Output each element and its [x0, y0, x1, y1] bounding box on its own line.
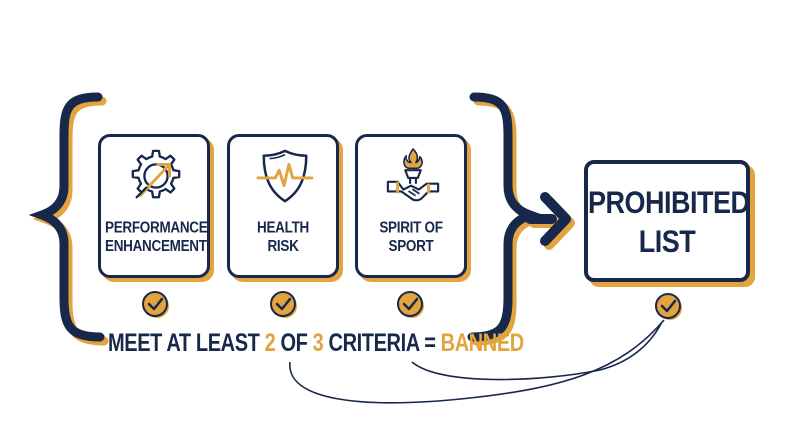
- prohibited-list-title: PROHIBITED LIST: [588, 183, 750, 261]
- right-brace: [467, 92, 544, 342]
- criteria-rule-text: MEET AT LEAST 2 OF 3 CRITERIA = BANNED: [108, 326, 524, 361]
- card-label-line-1: PERFORMANCE: [105, 218, 208, 236]
- rule-outcome-banned: BANNED: [440, 329, 525, 358]
- prohibited-list-line-1: PROHIBITED: [588, 185, 750, 220]
- gear-arrow-icon: [131, 149, 181, 199]
- check-icon-2: [270, 291, 297, 318]
- prohibited-list-box: PROHIBITED LIST: [584, 160, 750, 282]
- card-label-line-1: SPIRIT OF: [379, 218, 443, 236]
- rule-part-1: MEET AT LEAST: [108, 329, 265, 358]
- torch-handshake-icon: [386, 148, 440, 202]
- card-spirit-of-sport: SPIRIT OF SPORT: [355, 134, 467, 278]
- check-icon-1: [142, 291, 169, 318]
- left-brace: [28, 92, 105, 342]
- card-label: PERFORMANCE ENHANCEMENT: [105, 218, 208, 256]
- check-icon-result: [655, 293, 682, 320]
- check-icon-3: [397, 291, 424, 318]
- card-health-risk: HEALTH RISK: [227, 134, 339, 278]
- shield-heartbeat-icon: [256, 149, 314, 203]
- card-label-line-2: SPORT: [388, 237, 434, 255]
- rule-number-total: 3: [312, 329, 324, 358]
- card-label-line-2: ENHANCEMENT: [105, 237, 207, 255]
- connector-curve-outer: [289, 319, 665, 404]
- connector-curve-inner: [411, 321, 663, 381]
- card-label: SPIRIT OF SPORT: [362, 219, 460, 256]
- rule-number-required: 2: [264, 329, 276, 358]
- rule-part-2: OF: [275, 329, 313, 358]
- card-label: HEALTH RISK: [234, 219, 332, 256]
- card-label-line-2: RISK: [267, 237, 299, 255]
- rule-part-3: CRITERIA =: [323, 329, 441, 358]
- prohibited-list-line-2: LIST: [638, 224, 696, 259]
- card-label-line-1: HEALTH: [257, 218, 309, 236]
- arrow-head: [540, 192, 571, 246]
- card-performance-enhancement: PERFORMANCE ENHANCEMENT: [98, 134, 210, 278]
